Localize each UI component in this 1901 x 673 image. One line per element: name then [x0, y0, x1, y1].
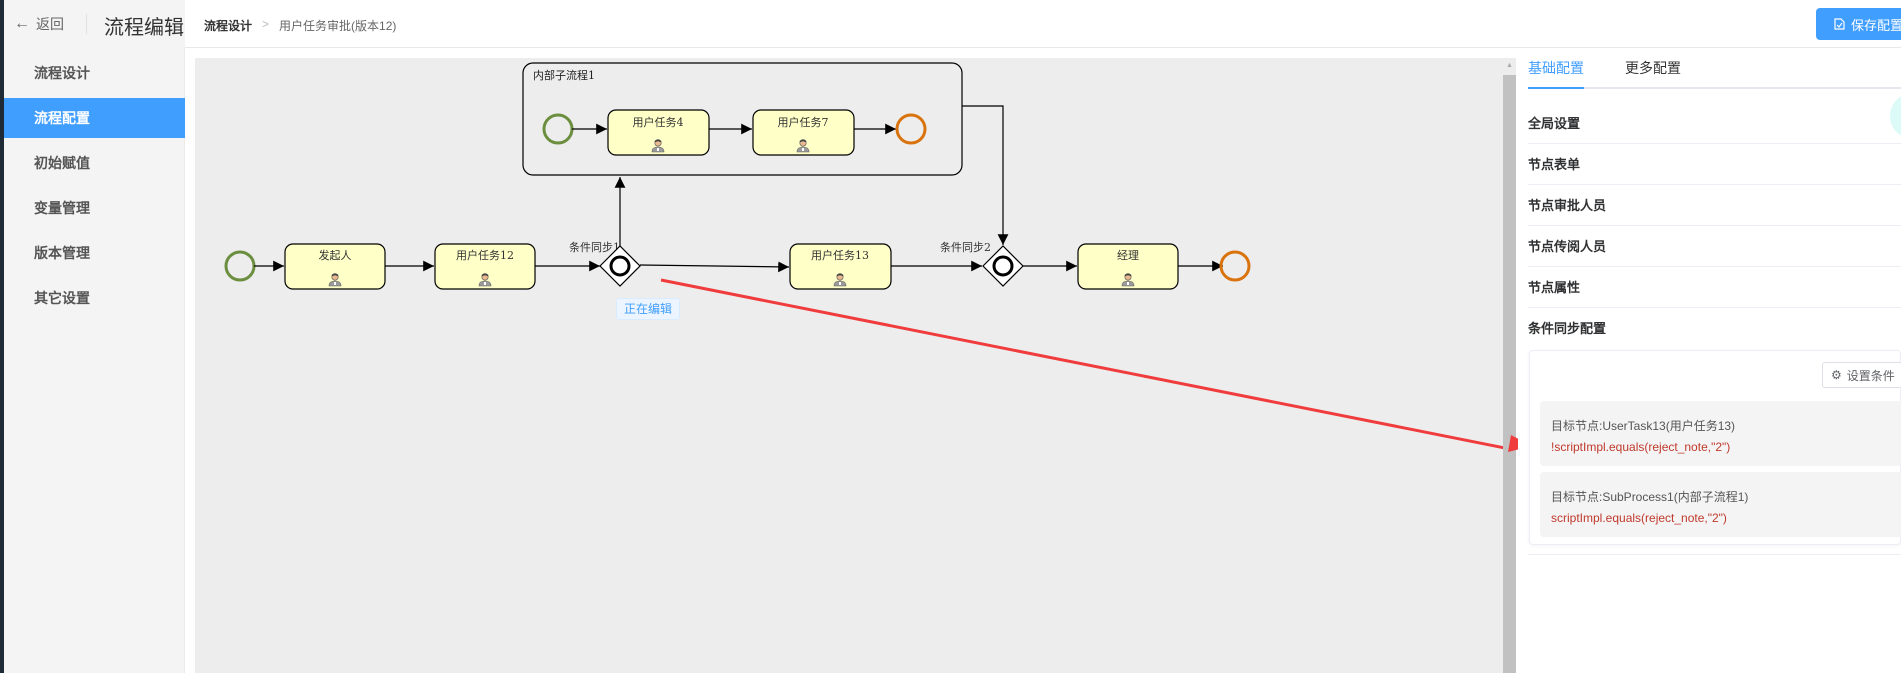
canvas-scrollbar[interactable]: ▲	[1503, 58, 1516, 673]
condition-expression: scriptImpl.equals(reject_note,"2")	[1551, 511, 1727, 525]
breadcrumb-item: 用户任务审批(版本12)	[279, 19, 397, 33]
save-config-button[interactable]: 保存配置	[1816, 8, 1901, 40]
gear-icon: ⚙	[1831, 368, 1842, 382]
gateway-label: 条件同步2	[940, 240, 991, 254]
task-label: 用户任务4	[633, 115, 684, 129]
condition-config-box: ⚙ 设置条件 目标节点:UserTask13(用户任务13) !scriptIm…	[1529, 350, 1901, 545]
breadcrumb: 流程设计 > 用户任务审批(版本12)	[204, 17, 396, 34]
header-divider	[86, 14, 87, 34]
scrollbar-thumb[interactable]	[1503, 75, 1516, 673]
start-event[interactable]	[224, 250, 256, 282]
section-node-approvers[interactable]: 节点审批人员	[1528, 185, 1901, 226]
sub-end-event[interactable]	[895, 113, 927, 145]
task-label: 用户任务12	[456, 248, 514, 262]
set-condition-button[interactable]: ⚙ 设置条件	[1822, 362, 1901, 388]
annotation-arrow	[660, 278, 1503, 450]
breadcrumb-item[interactable]: 流程设计	[204, 19, 253, 33]
panel-divider	[1528, 554, 1901, 555]
breadcrumb-separator: >	[262, 17, 270, 31]
section-condition-sync[interactable]: 条件同步配置	[1528, 321, 1607, 336]
sidebar-item-variables[interactable]: 变量管理	[34, 200, 90, 216]
config-panel: 基础配置 更多配置 全局设置 节点表单 节点审批人员 节点传阅人员 节点属性 条…	[1518, 48, 1901, 673]
task-label: 经理	[1117, 249, 1139, 262]
gateway-label: 条件同步1	[569, 240, 620, 254]
task-node[interactable]	[607, 109, 710, 156]
arrow-left-icon: ←	[14, 15, 30, 32]
gateway-node[interactable]	[599, 245, 641, 287]
scroll-up-icon[interactable]: ▲	[1506, 62, 1513, 69]
desktop-edge	[0, 0, 4, 673]
sidebar-item-init-values[interactable]: 初始赋值	[34, 155, 90, 171]
condition-card: 目标节点:UserTask13(用户任务13) !scriptImpl.equa…	[1540, 401, 1901, 466]
task-label: 发起人	[319, 248, 352, 262]
task-label: 用户任务13	[811, 248, 869, 262]
subprocess-label: 内部子流程1	[533, 68, 595, 82]
condition-target: 目标节点:UserTask13(用户任务13)	[1551, 419, 1736, 433]
bpmn-diagram: 内部子流程1 用户任务4 用户任务7 发起人 用户任务12 条件同步1 用户任务…	[224, 62, 1503, 450]
page-title: 流程编辑	[104, 17, 184, 39]
section-global-settings[interactable]: 全局设置	[1528, 103, 1901, 144]
section-node-readers[interactable]: 节点传阅人员	[1528, 226, 1901, 267]
task-node[interactable]	[752, 109, 855, 156]
header-left: ← 返回 流程编辑	[4, 0, 185, 48]
editing-badge: 正在编辑	[616, 298, 680, 320]
tab-active-indicator	[1528, 87, 1584, 89]
document-icon	[1834, 18, 1845, 30]
sidebar: 流程设计 流程配置 初始赋值 变量管理 版本管理 其它设置	[4, 48, 185, 673]
back-button[interactable]: ← 返回	[14, 14, 64, 34]
tab-basic-config[interactable]: 基础配置	[1528, 60, 1584, 76]
sidebar-item-other[interactable]: 其它设置	[34, 290, 90, 306]
save-label: 保存配置	[1851, 17, 1901, 33]
sidebar-item-versions[interactable]: 版本管理	[34, 245, 90, 261]
back-label: 返回	[36, 16, 64, 32]
condition-target: 目标节点:SubProcess1(内部子流程1)	[1551, 490, 1749, 504]
sidebar-item-design[interactable]: 流程设计	[34, 65, 90, 81]
task-label: 用户任务7	[778, 115, 829, 129]
section-node-properties[interactable]: 节点属性	[1528, 267, 1901, 308]
floating-help-bubble[interactable]	[1890, 94, 1901, 138]
panel-tabs: 基础配置 更多配置	[1528, 48, 1901, 89]
set-condition-label: 设置条件	[1846, 368, 1895, 383]
diagram-canvas[interactable]: 内部子流程1 用户任务4 用户任务7 发起人 用户任务12 条件同步1 用户任务…	[195, 58, 1503, 673]
tab-more-config[interactable]: 更多配置	[1625, 60, 1681, 76]
header: ← 返回 流程编辑 流程设计 > 用户任务审批(版本12) 保存配置	[4, 0, 1901, 48]
condition-card: 目标节点:SubProcess1(内部子流程1) scriptImpl.equa…	[1540, 472, 1901, 537]
sidebar-item-config[interactable]: 流程配置	[4, 98, 185, 138]
end-event[interactable]	[1219, 250, 1251, 282]
condition-expression: !scriptImpl.equals(reject_note,"2")	[1551, 440, 1731, 454]
section-node-form[interactable]: 节点表单	[1528, 144, 1901, 185]
